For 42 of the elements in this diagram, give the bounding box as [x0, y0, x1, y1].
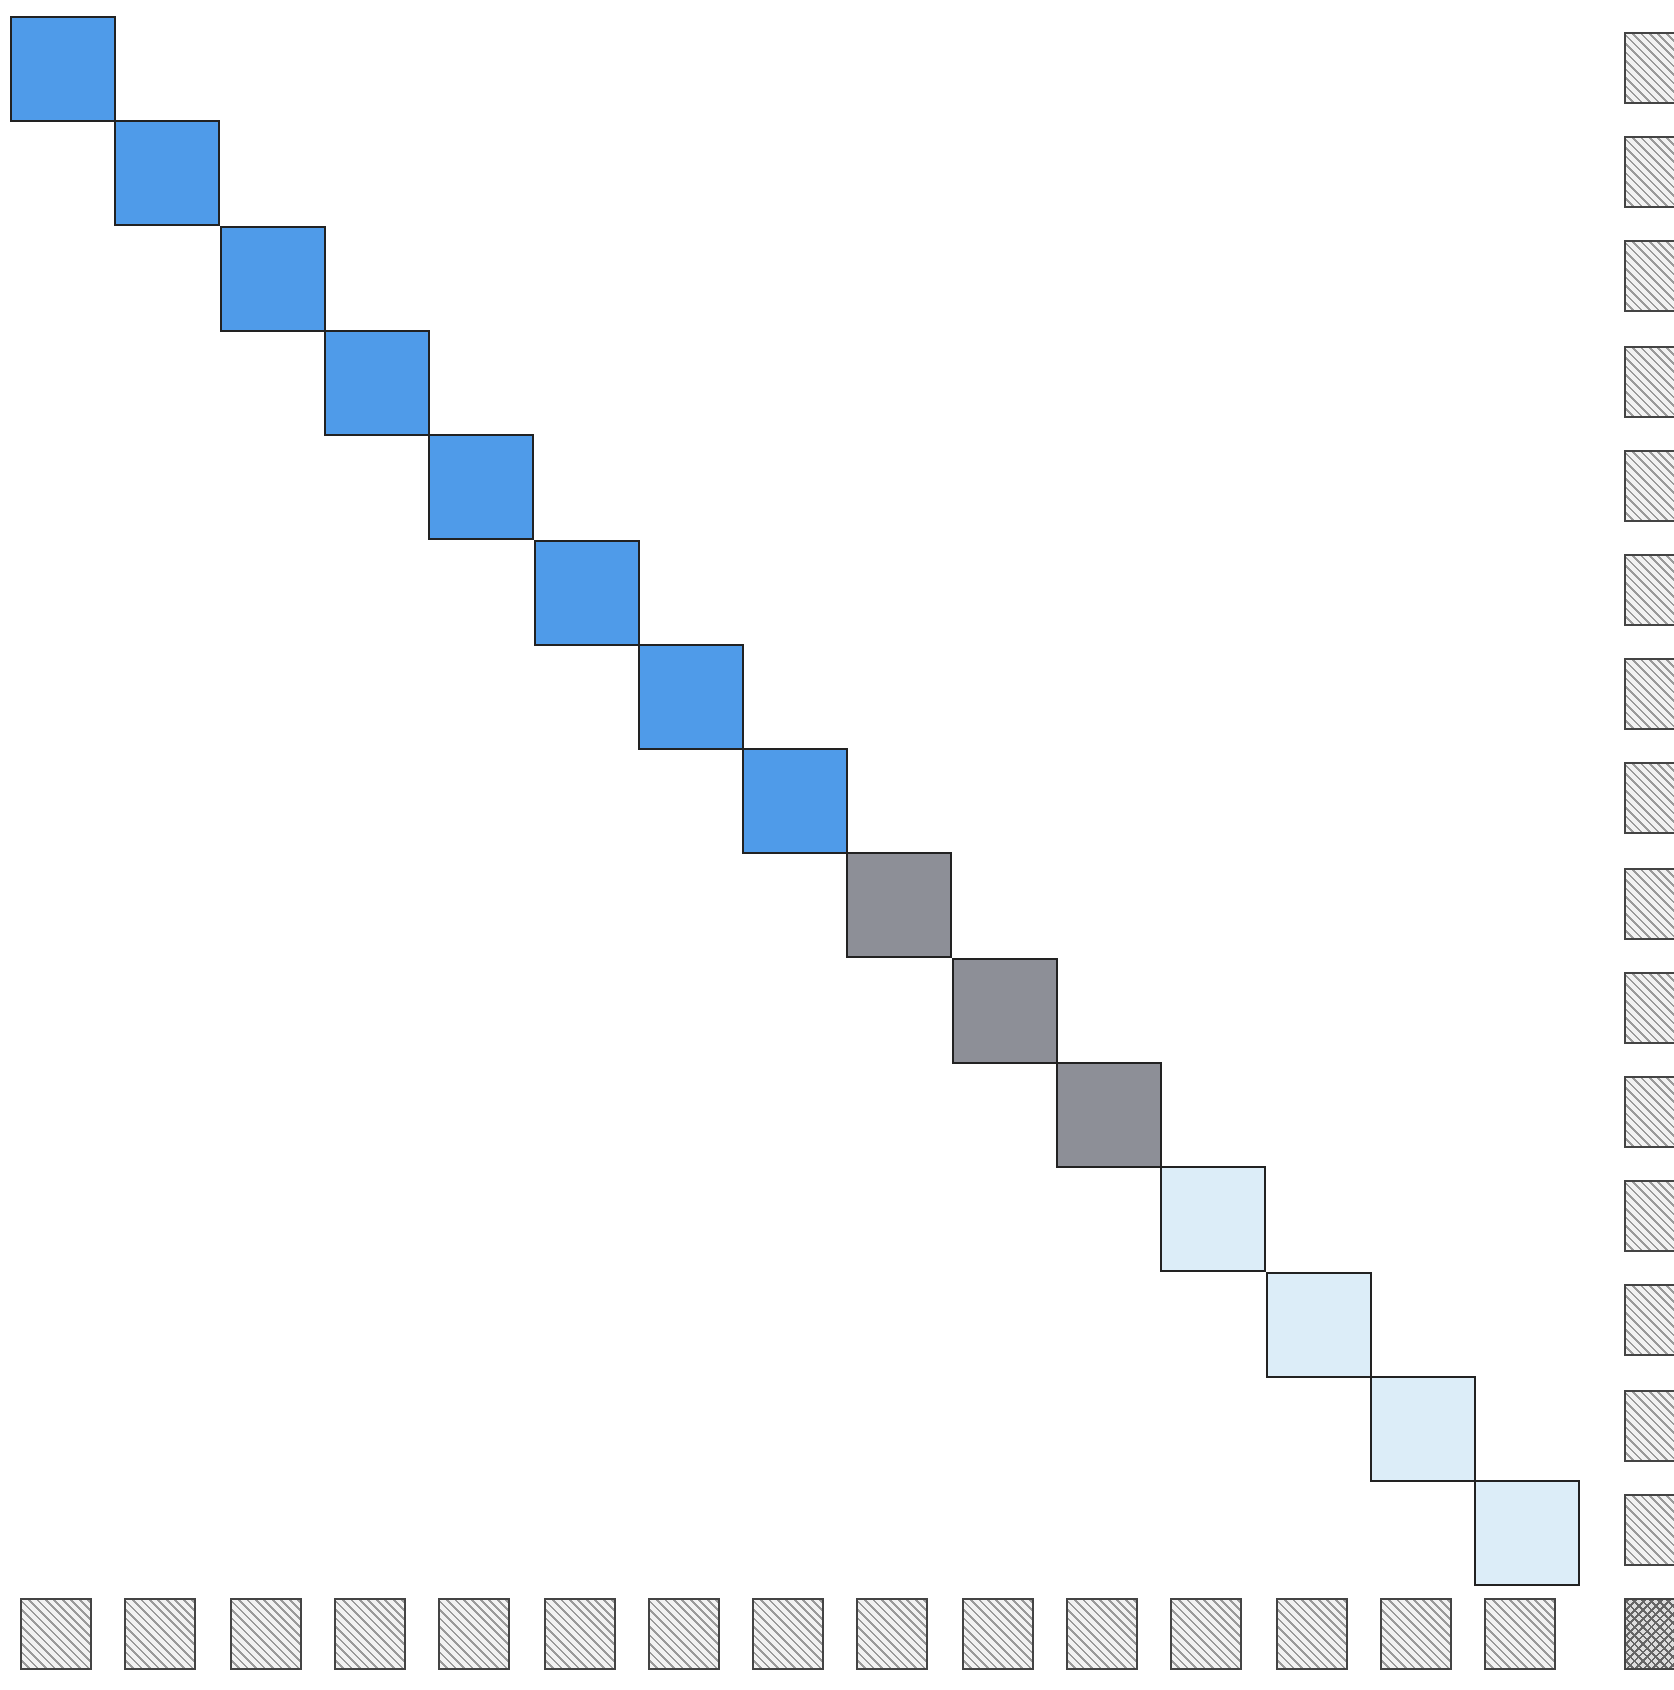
hatched-square [1624, 658, 1674, 731]
hatched-square [20, 1598, 92, 1670]
hatched-square [1624, 1389, 1674, 1462]
filled-square [219, 225, 326, 332]
hatched-square [1624, 1180, 1674, 1253]
hatched-square [647, 1598, 720, 1670]
hatched-square [333, 1598, 406, 1670]
hatched-square [1624, 1493, 1674, 1566]
filled-square [1265, 1271, 1372, 1378]
filled-square [1056, 1062, 1162, 1168]
filled-square [10, 16, 116, 122]
hatched-square [124, 1598, 197, 1670]
hatched-square [1624, 867, 1674, 940]
hatched-square [1379, 1598, 1452, 1670]
filled-square [428, 434, 535, 541]
hatched-square [1624, 449, 1674, 522]
filled-square [1474, 1480, 1581, 1587]
hatched-square [961, 1598, 1034, 1670]
hatched-square [1275, 1598, 1348, 1670]
hatched-square [1484, 1598, 1557, 1670]
hatched-square [1624, 240, 1674, 313]
filled-square [1369, 1375, 1476, 1482]
filled-square [533, 539, 639, 645]
hatched-square [1624, 762, 1674, 835]
hatched-square [1624, 1284, 1674, 1357]
hatched-square [1066, 1598, 1138, 1670]
hatched-square [543, 1598, 615, 1670]
hatched-square [1624, 345, 1674, 418]
hatched-square [1170, 1598, 1243, 1670]
filled-square [637, 643, 744, 750]
filled-square [951, 957, 1058, 1064]
hatched-square [438, 1598, 511, 1670]
filled-square [846, 852, 953, 959]
filled-square [114, 120, 221, 227]
hatched-square [1624, 136, 1674, 209]
filled-square [742, 748, 849, 855]
filled-square [1160, 1166, 1267, 1273]
filled-square [323, 329, 430, 436]
hatched-square [856, 1598, 929, 1670]
hatched-square [752, 1598, 825, 1670]
hatched-square [229, 1598, 302, 1670]
hatched-square [1624, 971, 1674, 1044]
